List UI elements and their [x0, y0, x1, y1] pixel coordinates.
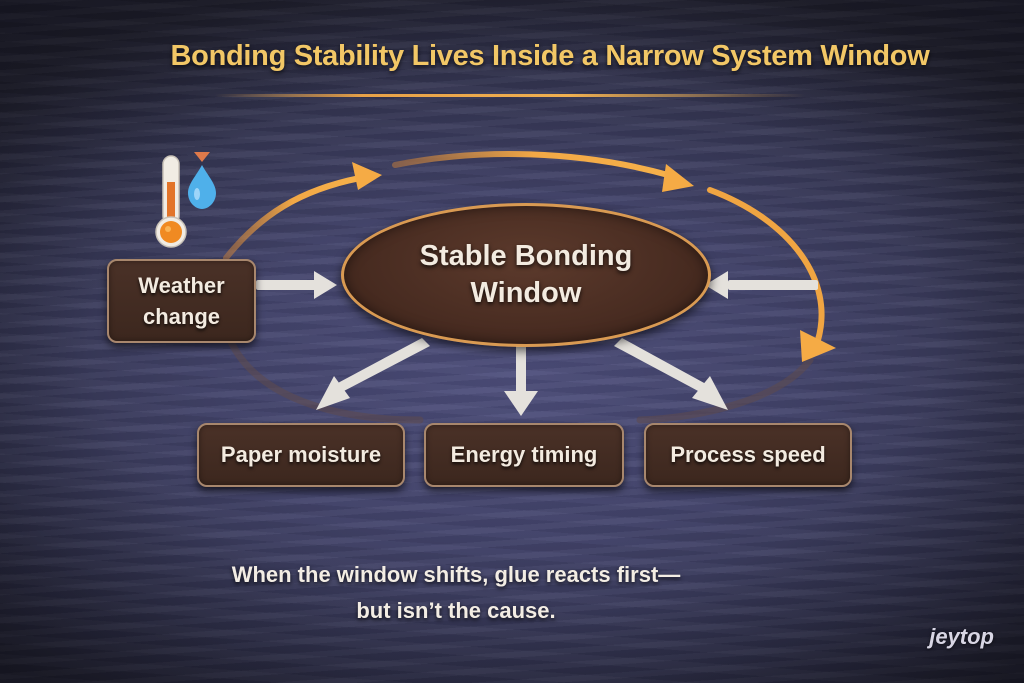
water-drop-icon — [188, 152, 216, 209]
center-label-line2: Window — [470, 277, 582, 309]
energy-timing-label: Energy timing — [450, 442, 598, 467]
arrow-right-to-center — [728, 280, 818, 290]
cycle-arrowhead-right — [800, 330, 836, 362]
arrow-center-to-paper — [336, 338, 430, 392]
arrow-center-to-energy — [516, 345, 526, 393]
cycle-arrow-right — [707, 187, 825, 343]
cycle-arrowhead-left — [352, 162, 382, 190]
energy-timing-node: Energy timing — [424, 423, 624, 487]
cycle-arrow-left — [223, 175, 363, 261]
paper-moisture-node: Paper moisture — [197, 423, 405, 487]
paper-moisture-label: Paper moisture — [220, 442, 382, 467]
weather-change-node: Weather change — [107, 259, 256, 343]
cycle-loop-faint — [222, 326, 814, 424]
arrow-center-to-speed — [614, 338, 706, 392]
thermometer-icon — [155, 155, 187, 248]
stable-bonding-window-node: Stable Bonding Window — [341, 203, 711, 347]
weather-icons — [155, 152, 216, 248]
cycle-arrow-top — [392, 151, 675, 179]
caption-line1: When the window shifts, glue reacts firs… — [231, 562, 681, 587]
weather-label-line1: Weather — [138, 273, 225, 298]
brand-watermark: jeytop — [929, 624, 994, 649]
title-underline — [215, 94, 805, 97]
center-label-line1: Stable Bonding — [419, 240, 633, 272]
caption: When the window shifts, glue reacts firs… — [0, 557, 912, 629]
arrow-weather-to-center — [256, 280, 318, 290]
caption-line2: but isn’t the cause. — [356, 598, 556, 623]
process-speed-node: Process speed — [644, 423, 852, 487]
cycle-arrowhead-top — [662, 164, 694, 192]
process-speed-label: Process speed — [670, 442, 826, 467]
weather-label-line2: change — [142, 304, 221, 329]
diagram-title: Bonding Stability Lives Inside a Narrow … — [170, 40, 930, 72]
